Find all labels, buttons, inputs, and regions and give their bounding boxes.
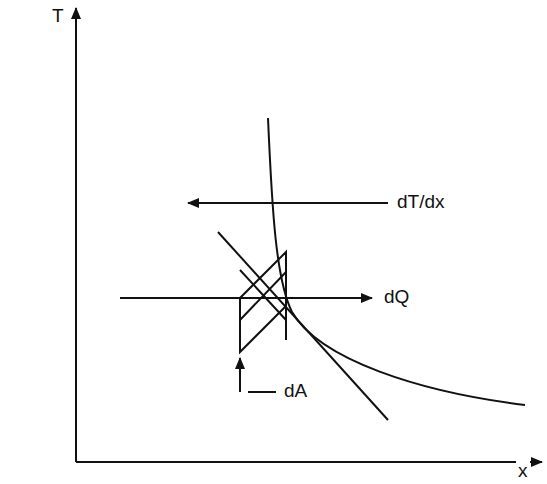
gradient-label: dT/dx xyxy=(395,192,447,213)
heat-flow-label: dQ xyxy=(382,287,411,308)
temperature-curve xyxy=(268,118,525,405)
area-element xyxy=(240,252,286,352)
tangent-line xyxy=(218,232,388,420)
axis-label: T xyxy=(50,6,66,27)
area-leader-tail xyxy=(248,391,276,393)
area-leader xyxy=(239,358,241,392)
t-axis xyxy=(75,8,77,462)
area-element-diagonals xyxy=(240,270,286,320)
gradient-leader xyxy=(188,202,388,204)
x-axis xyxy=(76,461,542,463)
area-label: dA xyxy=(282,381,309,402)
axis-label: x xyxy=(516,461,530,482)
heat-flow-arrow xyxy=(120,297,372,299)
